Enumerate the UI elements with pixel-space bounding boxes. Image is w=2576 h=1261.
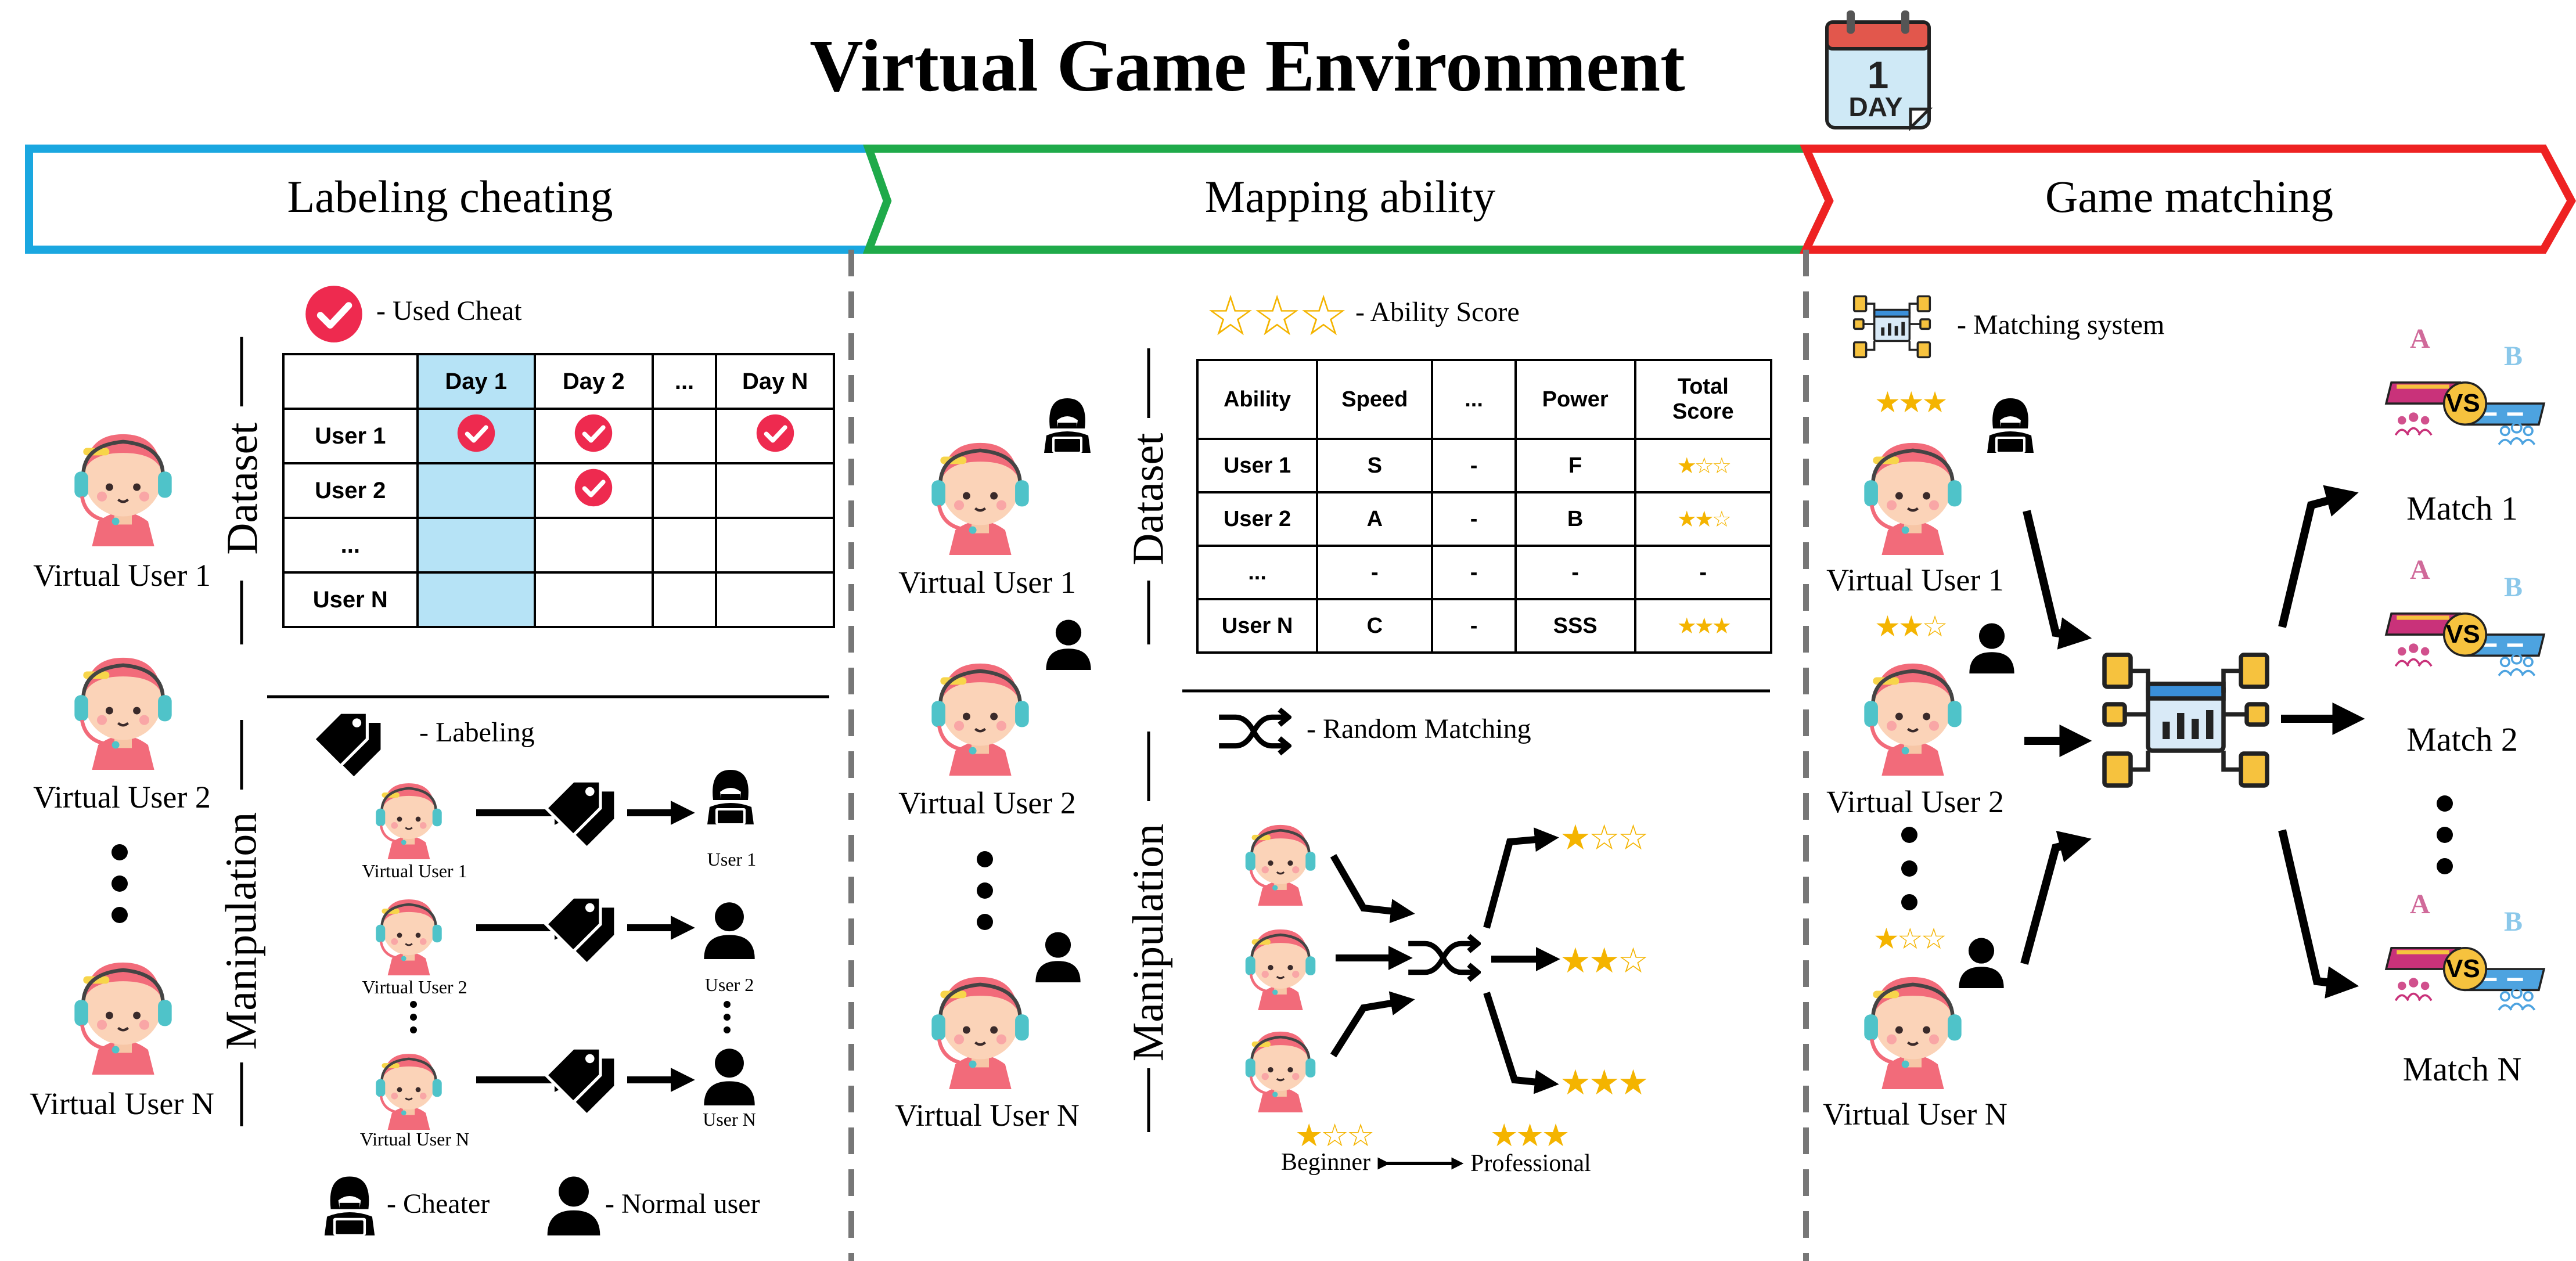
cheat-table: Day 1 Day 2 ... Day N User 1 User 2 ... … bbox=[282, 353, 835, 628]
star-rating: ★★★ bbox=[1634, 598, 1773, 654]
svg-text:1: 1 bbox=[1868, 53, 1889, 96]
table-row: User 2 A - B ★★☆ bbox=[1196, 491, 1773, 547]
p3-virtual-user-2-label: Virtual User 2 bbox=[1826, 784, 2004, 819]
team-a-label: A bbox=[2410, 554, 2430, 585]
team-b-label: B bbox=[2504, 906, 2523, 937]
ability-score-stars: ☆☆☆ bbox=[1206, 285, 1348, 347]
team-b-label: B bbox=[2504, 341, 2523, 372]
header-day-n: Day N bbox=[715, 353, 835, 410]
star-rating: ★☆☆ bbox=[1634, 438, 1773, 493]
match-2-label: Match 2 bbox=[2406, 720, 2518, 758]
star-rating: ★★☆ bbox=[1875, 610, 1948, 643]
ellipsis-dots-1 bbox=[111, 844, 128, 923]
stage-label-1: Labeling cheating bbox=[287, 171, 613, 222]
header-ability: Ability bbox=[1196, 359, 1319, 440]
table-row: User 2 bbox=[282, 462, 835, 519]
cheater-legend: - Cheater bbox=[387, 1188, 490, 1219]
match-1-label: Match 1 bbox=[2406, 489, 2518, 527]
flow-to-n: User N bbox=[703, 1109, 756, 1130]
table-row: ... bbox=[282, 517, 835, 574]
team-a-label: A bbox=[2410, 323, 2430, 354]
vs-label: VS bbox=[2446, 954, 2480, 983]
virtual-user-n-label: Virtual User N bbox=[30, 1086, 214, 1121]
stage-label-2: Mapping ability bbox=[1204, 171, 1496, 222]
header-power: Power bbox=[1514, 359, 1636, 440]
table-row: User N bbox=[282, 571, 835, 628]
professional-stars: ★★★ bbox=[1490, 1118, 1570, 1153]
header-ellipsis: ... bbox=[651, 353, 718, 410]
star-rating: ★☆☆ bbox=[1873, 923, 1947, 955]
header-day-2: Day 2 bbox=[534, 353, 654, 410]
star-rating: ★★☆ bbox=[1634, 491, 1773, 547]
svg-text:DAY: DAY bbox=[1849, 92, 1903, 122]
p2-virtual-user-n-label: Virtual User N bbox=[895, 1098, 1080, 1133]
star-rating: ★★☆ bbox=[1560, 942, 1649, 980]
matching-flow bbox=[2020, 0, 2576, 1261]
ability-table: Ability Speed ... Power Total Score User… bbox=[1196, 359, 1773, 654]
star-rating: ★☆☆ bbox=[1560, 819, 1649, 857]
stage-banner-3 bbox=[1799, 145, 2576, 254]
ability-score-legend: - Ability Score bbox=[1355, 297, 1520, 327]
random-matching-legend: - Random Matching bbox=[1307, 714, 1531, 744]
team-a-label: A bbox=[2410, 889, 2430, 920]
p2-virtual-user-1-label: Virtual User 1 bbox=[898, 565, 1076, 600]
used-cheat-legend: - Used Cheat bbox=[376, 296, 522, 326]
p3-virtual-user-1-label: Virtual User 1 bbox=[1826, 563, 2004, 597]
table-row: User 1 S - F ★☆☆ bbox=[1196, 438, 1773, 493]
star-rating: ★★★ bbox=[1875, 386, 1948, 419]
labeling-flow bbox=[0, 770, 755, 1261]
header-ellipsis: ... bbox=[1431, 359, 1517, 440]
ellipsis-dots-3 bbox=[1901, 827, 1917, 910]
flow-to-2: User 2 bbox=[704, 974, 754, 995]
beginner-label: Beginner bbox=[1281, 1149, 1370, 1176]
team-b-label: B bbox=[2504, 572, 2523, 603]
virtual-user-1-label: Virtual User 1 bbox=[33, 558, 211, 593]
professional-label: Professional bbox=[1470, 1150, 1591, 1177]
flow-from-2: Virtual User 2 bbox=[362, 977, 467, 997]
random-matching-flow bbox=[0, 0, 1560, 1170]
header-day-1: Day 1 bbox=[416, 353, 537, 410]
table-row: User N C - SSS ★★★ bbox=[1196, 598, 1773, 654]
calendar-icon: 1 DAY bbox=[1825, 10, 1933, 131]
table-row: User 1 bbox=[282, 408, 835, 464]
star-rating: ★★★ bbox=[1560, 1064, 1649, 1102]
beginner-stars: ★☆☆ bbox=[1295, 1118, 1375, 1153]
flow-to-1: User 1 bbox=[707, 849, 757, 870]
table-row: ... - - - - bbox=[1196, 545, 1773, 600]
stage-label-3: Game matching bbox=[2045, 171, 2333, 222]
vs-label: VS bbox=[2446, 389, 2480, 417]
flow-from-n: Virtual User N bbox=[359, 1129, 470, 1150]
p3-virtual-user-n-label: Virtual User N bbox=[1823, 1097, 2007, 1132]
labeling-legend: - Labeling bbox=[419, 717, 535, 748]
ellipsis-dots-2 bbox=[977, 851, 993, 930]
header-total-score: Total Score bbox=[1634, 359, 1773, 440]
header-speed: Speed bbox=[1316, 359, 1434, 440]
flow-from-1: Virtual User 1 bbox=[362, 860, 467, 881]
match-n-label: Match N bbox=[2402, 1050, 2522, 1088]
normal-user-legend: - Normal user bbox=[605, 1188, 760, 1219]
p2-virtual-user-2-label: Virtual User 2 bbox=[898, 786, 1076, 820]
matching-system-legend: - Matching system bbox=[1957, 309, 2165, 340]
virtual-user-2-label: Virtual User 2 bbox=[33, 780, 211, 815]
vs-label: VS bbox=[2446, 620, 2480, 648]
page-title: Virtual Game Environment bbox=[810, 24, 1685, 107]
